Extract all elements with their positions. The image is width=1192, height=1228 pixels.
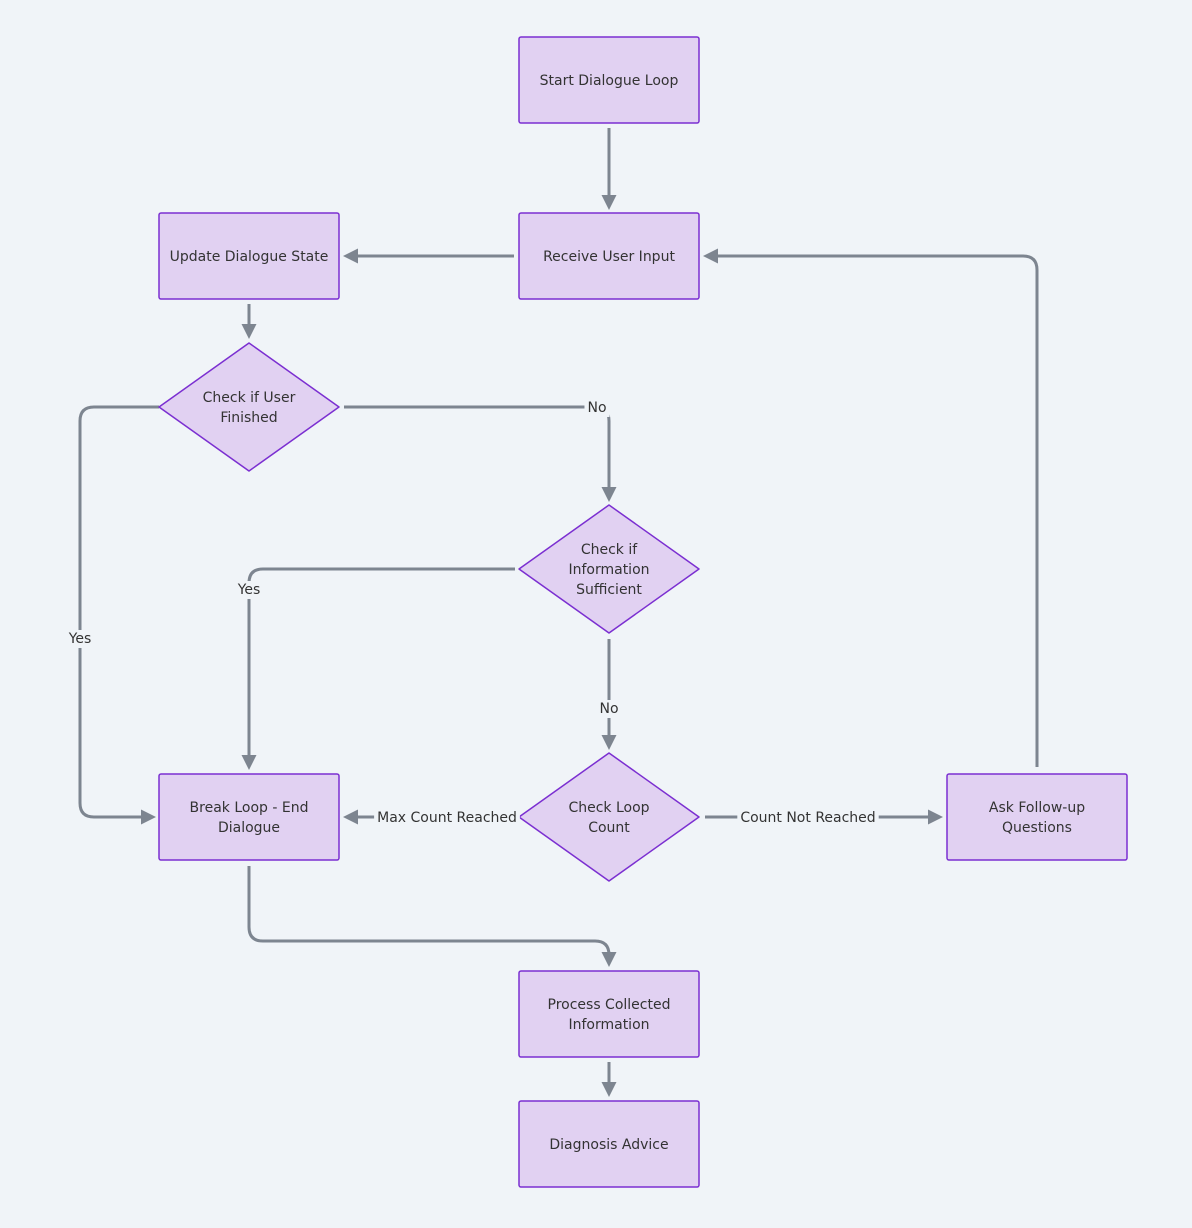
node-start: Start Dialogue Loop (518, 36, 700, 124)
node-label-line: Break Loop - End (190, 800, 309, 816)
edge-checkInfo-to-breakLoop (241, 567, 515, 770)
edge-label-background (737, 809, 879, 827)
edge-label-checkUser-to-checkInfo: No (584, 399, 610, 417)
node-label-line: Count (588, 820, 630, 836)
node-label-line: Process Collected (548, 997, 671, 1013)
edge-label-text: Yes (68, 631, 92, 647)
process-box (518, 970, 700, 1058)
node-label-line: Dialogue (218, 820, 280, 836)
node-label-line: Check Loop (568, 800, 649, 816)
decision-diamond (158, 342, 340, 472)
edge-breakLoop-to-process (247, 866, 617, 967)
node-label-line: Questions (1002, 820, 1072, 836)
decision-diamond (518, 752, 700, 882)
node-label-line: Ask Follow-up (989, 800, 1085, 816)
edge-label-background (374, 809, 520, 827)
node-label-line: Sufficient (576, 582, 642, 598)
node-label-line: Information (568, 1017, 649, 1033)
node-label: Update Dialogue State (170, 249, 329, 265)
edge-label-background (596, 700, 622, 718)
edge-label-checkInfo-to-checkCount: No (596, 700, 622, 718)
process-box (946, 773, 1128, 861)
node-receive: Receive User Input (518, 212, 700, 300)
edge-label-checkCount-to-breakLoop: Max Count Reached (374, 809, 520, 827)
edge-label-background (233, 581, 264, 599)
edge-label-text: Yes (237, 582, 261, 598)
edge-label-text: No (599, 701, 618, 717)
edge-checkUser-to-checkInfo (344, 405, 617, 502)
node-label: Start Dialogue Loop (540, 73, 679, 89)
node-label-line: Check if (581, 542, 638, 558)
node-diagnosis: Diagnosis Advice (518, 1100, 700, 1188)
edge-label-checkInfo-to-breakLoop: Yes (233, 581, 264, 599)
edge-label-background (64, 630, 95, 648)
edge-label-text: No (587, 400, 606, 416)
decision-diamond (518, 504, 700, 634)
edge-label-text: Max Count Reached (377, 810, 517, 826)
process-box (158, 212, 340, 300)
edge-checkUser-to-breakLoop (78, 405, 159, 825)
node-update: Update Dialogue State (158, 212, 340, 300)
node-label-line: Finished (220, 410, 277, 426)
node-label-line: Check if User (203, 390, 296, 406)
node-label-line: Start Dialogue Loop (540, 73, 679, 89)
process-box (518, 1100, 700, 1188)
edge-label-text: Count Not Reached (740, 810, 875, 826)
node-label: Diagnosis Advice (549, 1137, 668, 1153)
process-box (518, 212, 700, 300)
process-box (518, 36, 700, 124)
node-label: Receive User Input (543, 249, 675, 265)
node-label-line: Update Dialogue State (170, 249, 329, 265)
edge-askFollow-to-receive (703, 248, 1039, 767)
edge-label-background (584, 399, 610, 417)
node-label-line: Information (568, 562, 649, 578)
process-box (158, 773, 340, 861)
node-label-line: Diagnosis Advice (549, 1137, 668, 1153)
edge-label-checkUser-to-breakLoop: Yes (64, 630, 95, 648)
edge-label-checkCount-to-askFollow: Count Not Reached (737, 809, 879, 827)
node-label-line: Receive User Input (543, 249, 675, 265)
